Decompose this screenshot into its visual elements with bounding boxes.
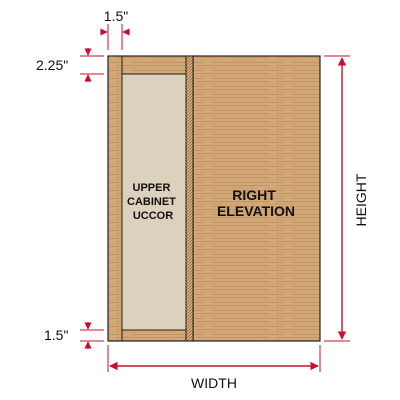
door-edge-strip bbox=[185, 55, 194, 342]
width-dimension: WIDTH bbox=[107, 345, 321, 391]
side-label-line-1: RIGHT bbox=[232, 187, 276, 203]
cabinet-door-frame: UPPER CABINET UCCOR bbox=[107, 55, 194, 342]
bottom-rail-label: 1.5" bbox=[44, 327, 68, 343]
door-label-line-3: UCCOR bbox=[133, 210, 173, 222]
side-label-line-2: ELEVATION bbox=[217, 203, 295, 219]
wood-grain-icon bbox=[192, 55, 321, 342]
bottom-rail-dimension: 1.5" bbox=[44, 322, 104, 349]
door-label-line-1: UPPER bbox=[133, 182, 171, 194]
width-label: WIDTH bbox=[191, 375, 237, 391]
top-rail-label: 2.25" bbox=[36, 57, 68, 73]
door-panel-label: UPPER CABINET UCCOR bbox=[127, 182, 179, 222]
top-rail-dimension: 2.25" bbox=[36, 48, 104, 82]
height-label: HEIGHT bbox=[353, 173, 369, 226]
right-elevation-panel: RIGHT ELEVATION bbox=[192, 55, 321, 342]
door-label-line-2: CABINET bbox=[127, 196, 176, 208]
stile-width-label: 1.5" bbox=[104, 8, 128, 24]
door-center-panel bbox=[121, 73, 187, 331]
right-elevation-label: RIGHT ELEVATION bbox=[217, 187, 295, 219]
stile-width-dimension: 1.5" bbox=[100, 8, 130, 50]
height-dimension: HEIGHT bbox=[324, 55, 369, 342]
